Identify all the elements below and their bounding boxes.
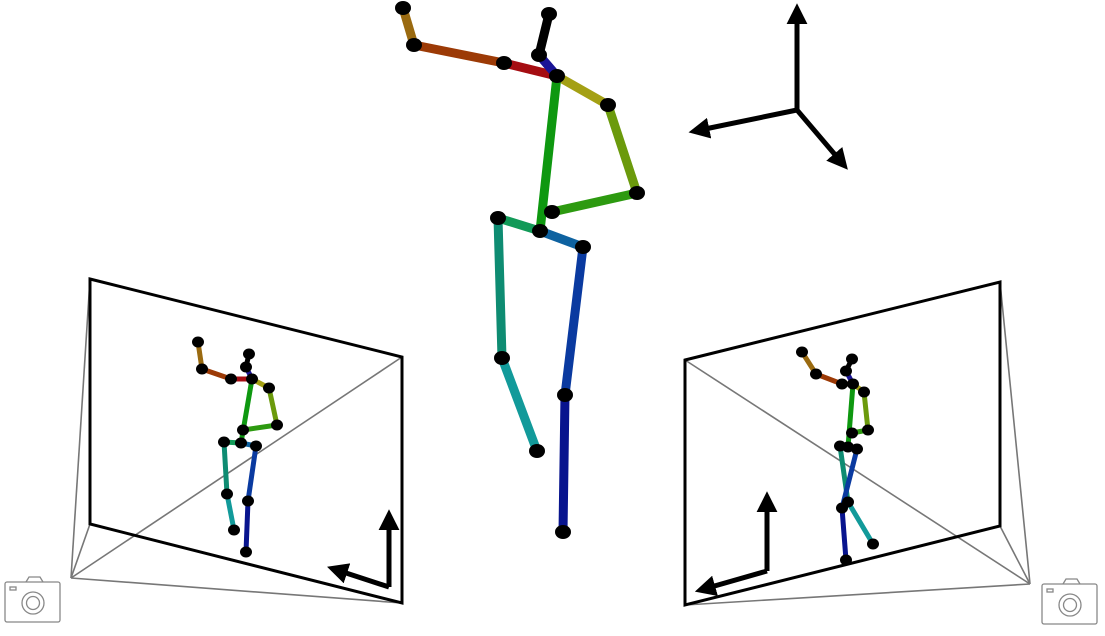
left-joint-l-ankle <box>228 524 240 536</box>
main-bone-l-forearm <box>409 40 509 68</box>
main-joint-r-ankle <box>555 525 571 539</box>
left-joint-r-knee <box>242 495 254 507</box>
left-camera-icon <box>4 576 61 623</box>
main-joint-l-hand <box>395 1 411 15</box>
left-joint-r-ankle <box>240 546 252 558</box>
left-joint-r-hip <box>250 440 262 452</box>
main-bone-r-hand <box>547 188 642 217</box>
left-image-plane <box>88 277 404 605</box>
main-joint-r-hand <box>544 205 560 219</box>
left-view-skeleton <box>192 336 283 558</box>
main-joint-l-wrist <box>406 38 422 52</box>
right-joint-nose <box>840 365 852 377</box>
left-joint-pelvis <box>235 437 247 449</box>
right-joint-l-wrist <box>810 368 822 380</box>
main-bone-r-thigh <box>560 242 588 400</box>
right-joint-r-hand <box>846 427 858 439</box>
left-camera-view <box>4 277 404 623</box>
main-bone-l-upperarm <box>499 58 562 81</box>
main-joint-l-hip <box>490 211 506 225</box>
left-axis-left <box>327 563 390 590</box>
right-joint-l-hip <box>834 440 846 452</box>
right-bone-r-shin <box>839 505 849 563</box>
left-joint-head-top <box>243 348 255 360</box>
right-joint-l-ankle <box>867 538 879 550</box>
main-joint-pelvis <box>532 224 548 238</box>
right-camera-icon <box>1041 578 1098 625</box>
world-axis-depth <box>795 108 848 170</box>
right-bone-l-shin <box>845 499 876 547</box>
world-axis-left <box>688 107 798 139</box>
main-bone-spine <box>535 71 562 236</box>
main-joint-head-top <box>541 7 557 21</box>
right-joint-l-elbow <box>836 378 848 390</box>
main-joint-r-hip <box>575 240 591 254</box>
right-view-skeleton <box>796 346 879 566</box>
world-axes <box>688 3 848 170</box>
left-bone-r-forearm <box>266 385 280 428</box>
right-joint-head-top <box>846 353 858 365</box>
main-joint-r-wrist <box>629 186 645 200</box>
right-joint-r-ankle <box>840 554 852 566</box>
left-bone-l-thigh <box>221 439 230 497</box>
main-bone-l-shin <box>497 353 542 456</box>
left-bone-r-thigh <box>245 443 259 504</box>
3d-pose-skeleton <box>395 1 645 539</box>
left-camera-rays <box>70 278 403 604</box>
right-camera-view <box>683 280 1098 625</box>
main-joint-nose <box>531 48 547 62</box>
left-joint-r-hand <box>237 424 249 436</box>
left-joint-l-hip <box>218 436 230 448</box>
right-bone-r-forearm <box>861 389 871 433</box>
left-joint-l-elbow <box>225 373 237 385</box>
left-view-axes <box>327 509 400 590</box>
left-bone-r-shin <box>243 498 251 555</box>
main-joint-r-knee <box>557 388 573 402</box>
right-joint-l-hand <box>796 346 808 358</box>
main-bone-r-forearm <box>603 100 642 198</box>
right-joint-neck <box>847 378 859 390</box>
main-joint-r-elbow <box>600 98 616 112</box>
left-joint-nose <box>240 361 252 373</box>
main-joint-l-elbow <box>496 56 512 70</box>
left-joint-l-hand <box>192 336 204 348</box>
left-joint-neck <box>246 373 258 385</box>
main-bone-l-thigh <box>493 213 507 363</box>
right-joint-r-wrist <box>862 424 874 436</box>
main-joint-neck <box>549 69 565 83</box>
left-joint-r-elbow <box>263 382 275 394</box>
right-joint-r-elbow <box>858 386 870 398</box>
right-axis-left <box>694 568 768 596</box>
main-joint-l-ankle <box>529 444 545 458</box>
right-camera-rays <box>684 281 1031 606</box>
left-joint-r-wrist <box>271 419 283 431</box>
main-bone-r-upperarm <box>552 71 613 110</box>
left-joint-l-wrist <box>196 363 208 375</box>
left-bone-l-shin <box>224 491 237 533</box>
left-joint-l-knee <box>221 488 233 500</box>
right-image-plane <box>683 280 1002 607</box>
right-joint-r-knee <box>836 502 848 514</box>
right-joint-r-hip <box>851 443 863 455</box>
main-joint-l-knee <box>494 351 510 365</box>
right-view-axes <box>694 491 778 596</box>
main-bone-r-shin <box>558 390 570 537</box>
